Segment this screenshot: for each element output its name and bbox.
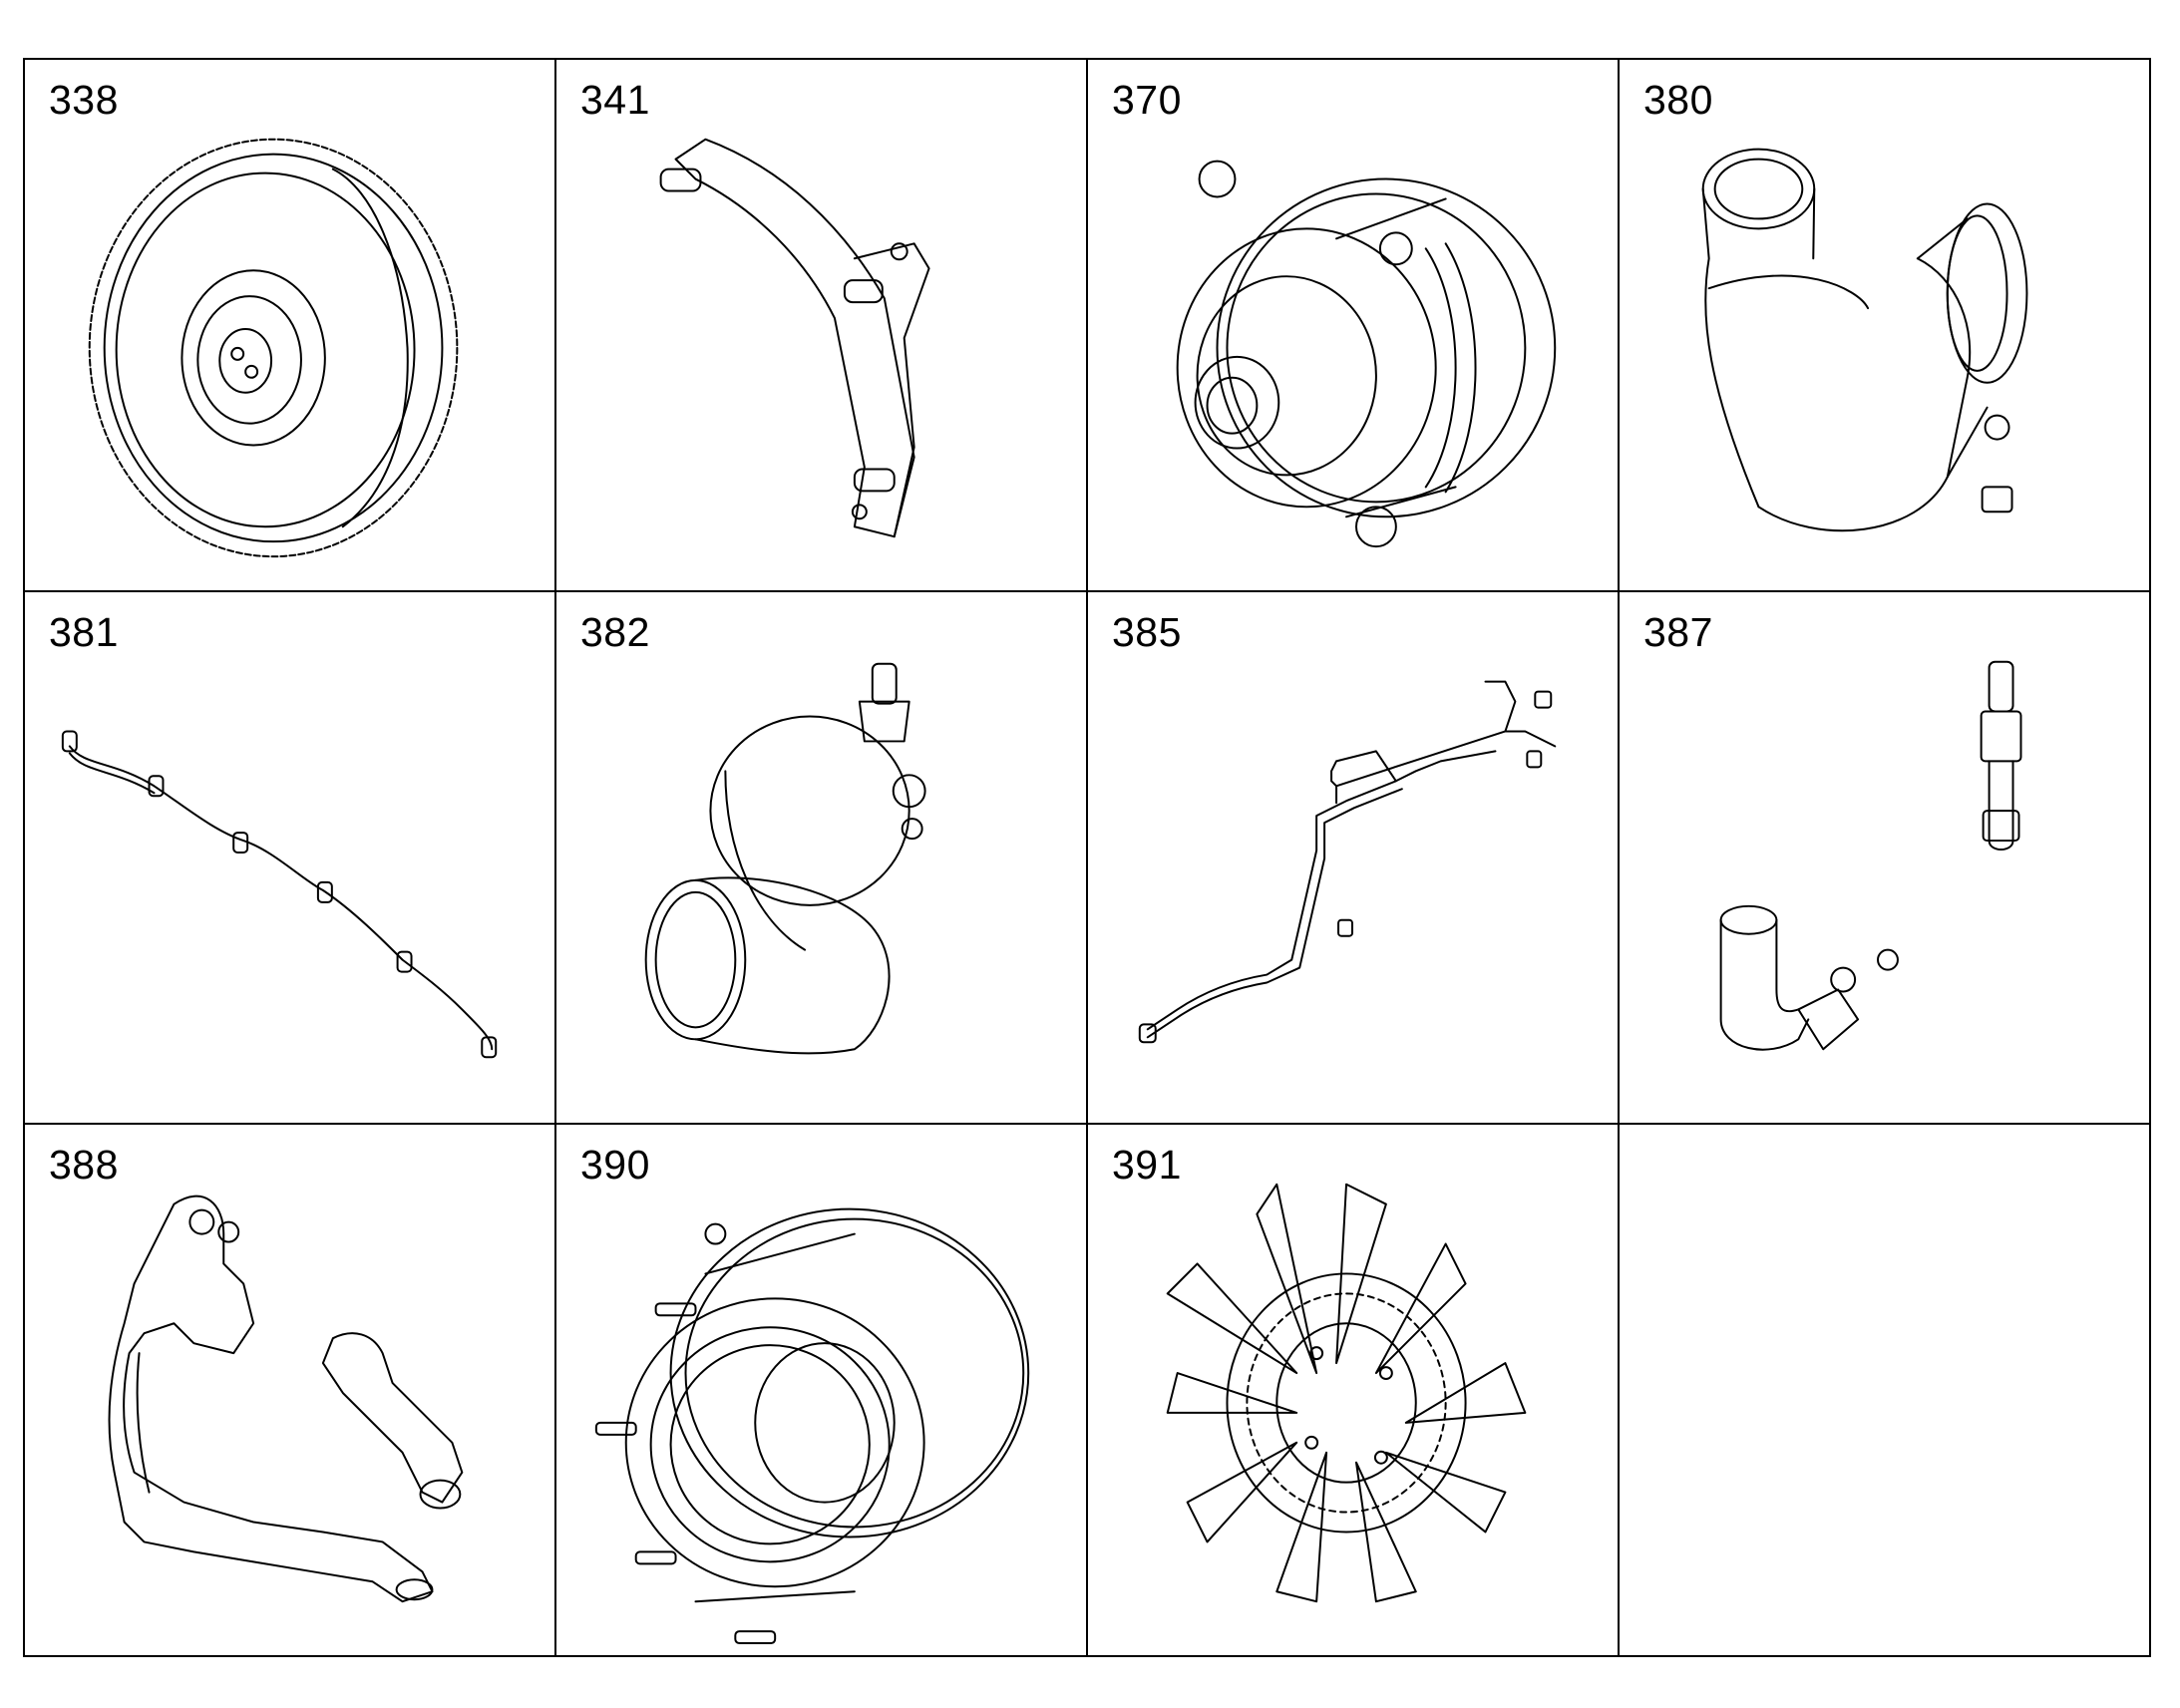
thermostat-housing-icon: [1701, 148, 2028, 532]
tube-icon: [1138, 680, 1557, 1044]
empty-cell: [1620, 1125, 2151, 1657]
part-cell-341[interactable]: 341: [556, 60, 1088, 592]
coolant-pipe-icon: [108, 1195, 464, 1603]
part-cell-390[interactable]: 390: [556, 1125, 1088, 1657]
part-cell-338[interactable]: 338: [25, 60, 556, 592]
harness-icon: [61, 730, 498, 1059]
part-number: 380: [1643, 77, 1713, 123]
part-cell-370[interactable]: 370: [1088, 60, 1620, 592]
water-pump-icon: [1176, 160, 1557, 548]
part-cell-381[interactable]: 381: [25, 592, 556, 1125]
part-cell-382[interactable]: 382: [556, 592, 1088, 1125]
part-number: 338: [49, 77, 119, 123]
part-number: 381: [49, 609, 119, 655]
part-cell-391[interactable]: 391: [1088, 1125, 1620, 1657]
fan-icon: [1166, 1183, 1527, 1603]
part-cell-380[interactable]: 380: [1620, 60, 2151, 592]
parts-grid: 338 341 370: [23, 58, 2151, 1657]
part-cell-388[interactable]: 388: [25, 1125, 556, 1657]
fan-hub-icon: [594, 1207, 1030, 1645]
part-number: 370: [1112, 77, 1182, 123]
part-number: 391: [1112, 1142, 1182, 1188]
part-number: 387: [1643, 609, 1713, 655]
gear-icon: [88, 138, 459, 558]
bracket-icon: [659, 138, 930, 538]
sensor-fitting-icon: [1719, 660, 2022, 1051]
part-number: 390: [580, 1142, 650, 1188]
part-number: 388: [49, 1142, 119, 1188]
elbow-pipe-icon: [644, 662, 926, 1055]
part-number: 382: [580, 609, 650, 655]
part-cell-385[interactable]: 385: [1088, 592, 1620, 1125]
part-cell-387[interactable]: 387: [1620, 592, 2151, 1125]
part-number: 341: [580, 77, 650, 123]
part-number: 385: [1112, 609, 1182, 655]
